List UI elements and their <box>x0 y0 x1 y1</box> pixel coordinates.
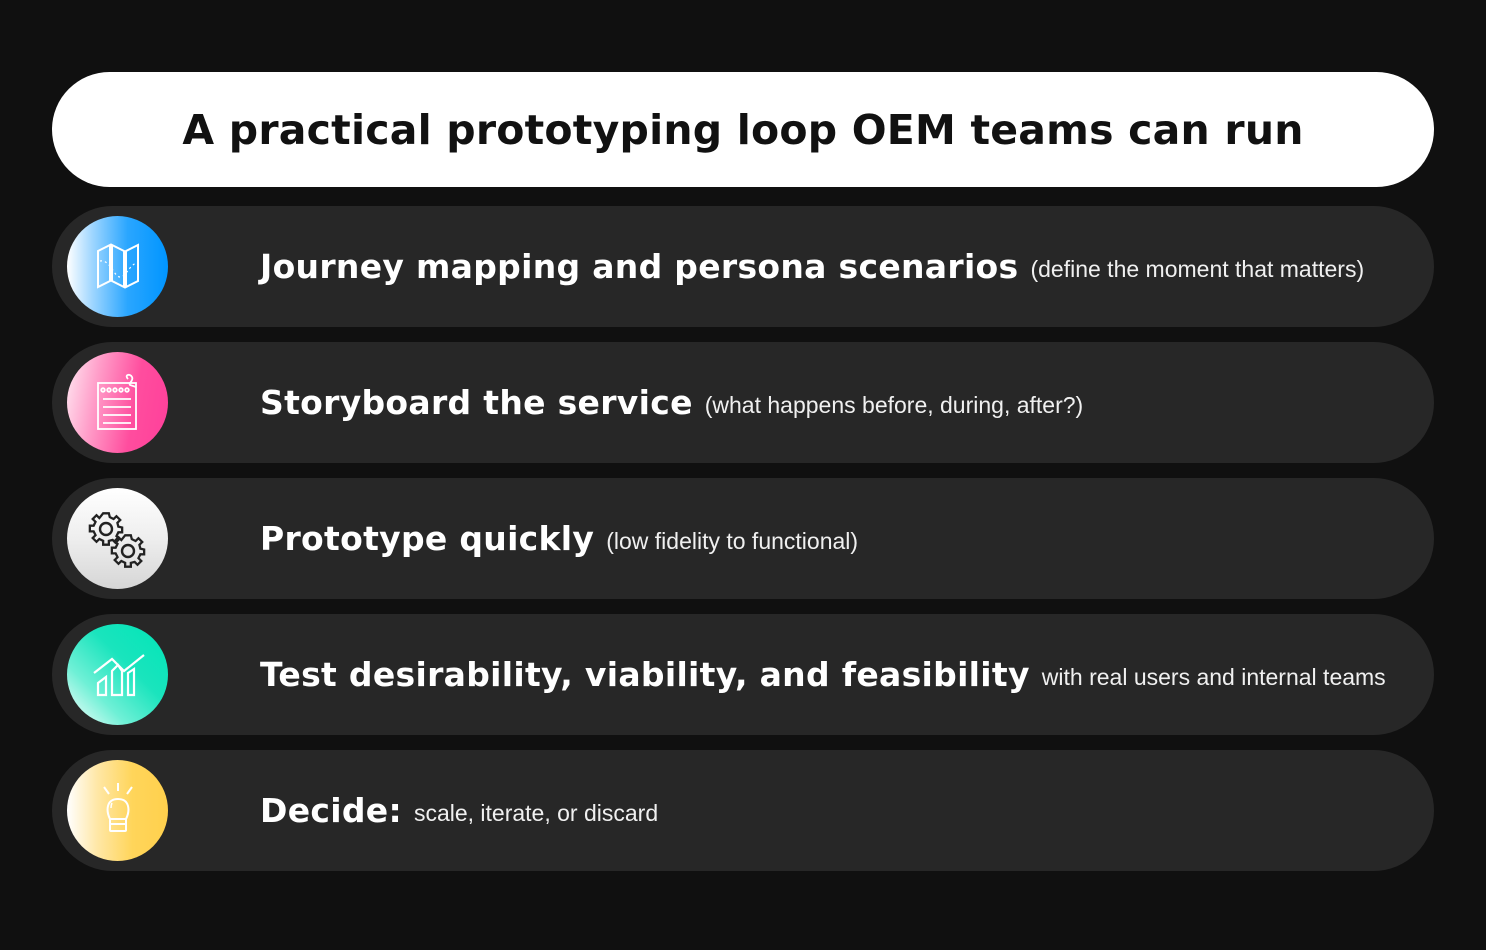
step-heading: Prototype quickly <box>260 519 595 558</box>
step-detail: (define the moment that matters) <box>1030 256 1365 282</box>
step-detail: scale, iterate, or discard <box>413 800 659 826</box>
step-detail: (low fidelity to functional) <box>606 528 859 554</box>
step-test: Test desirability, viability, and feasib… <box>52 614 1434 735</box>
step-heading: Decide: <box>260 791 402 830</box>
step-heading: Test desirability, viability, and feasib… <box>260 655 1030 694</box>
step-journey-mapping: Journey mapping and persona scenarios (d… <box>52 206 1434 327</box>
step-detail: (what happens before, during, after?) <box>704 392 1084 418</box>
storyboard-notepad-icon <box>67 352 168 453</box>
step-prototype: Prototype quickly (low fidelity to funct… <box>52 478 1434 599</box>
growth-chart-icon <box>67 624 168 725</box>
step-heading: Storyboard the service <box>260 383 693 422</box>
gears-icon <box>67 488 168 589</box>
title-banner: A practical prototyping loop OEM teams c… <box>52 72 1434 187</box>
lightbulb-icon <box>67 760 168 861</box>
step-storyboard: Storyboard the service (what happens bef… <box>52 342 1434 463</box>
step-detail: with real users and internal teams <box>1041 664 1386 690</box>
step-decide: Decide: scale, iterate, or discard <box>52 750 1434 871</box>
step-heading: Journey mapping and persona scenarios <box>260 247 1019 286</box>
page-title: A practical prototyping loop OEM teams c… <box>182 105 1304 154</box>
map-icon <box>67 216 168 317</box>
